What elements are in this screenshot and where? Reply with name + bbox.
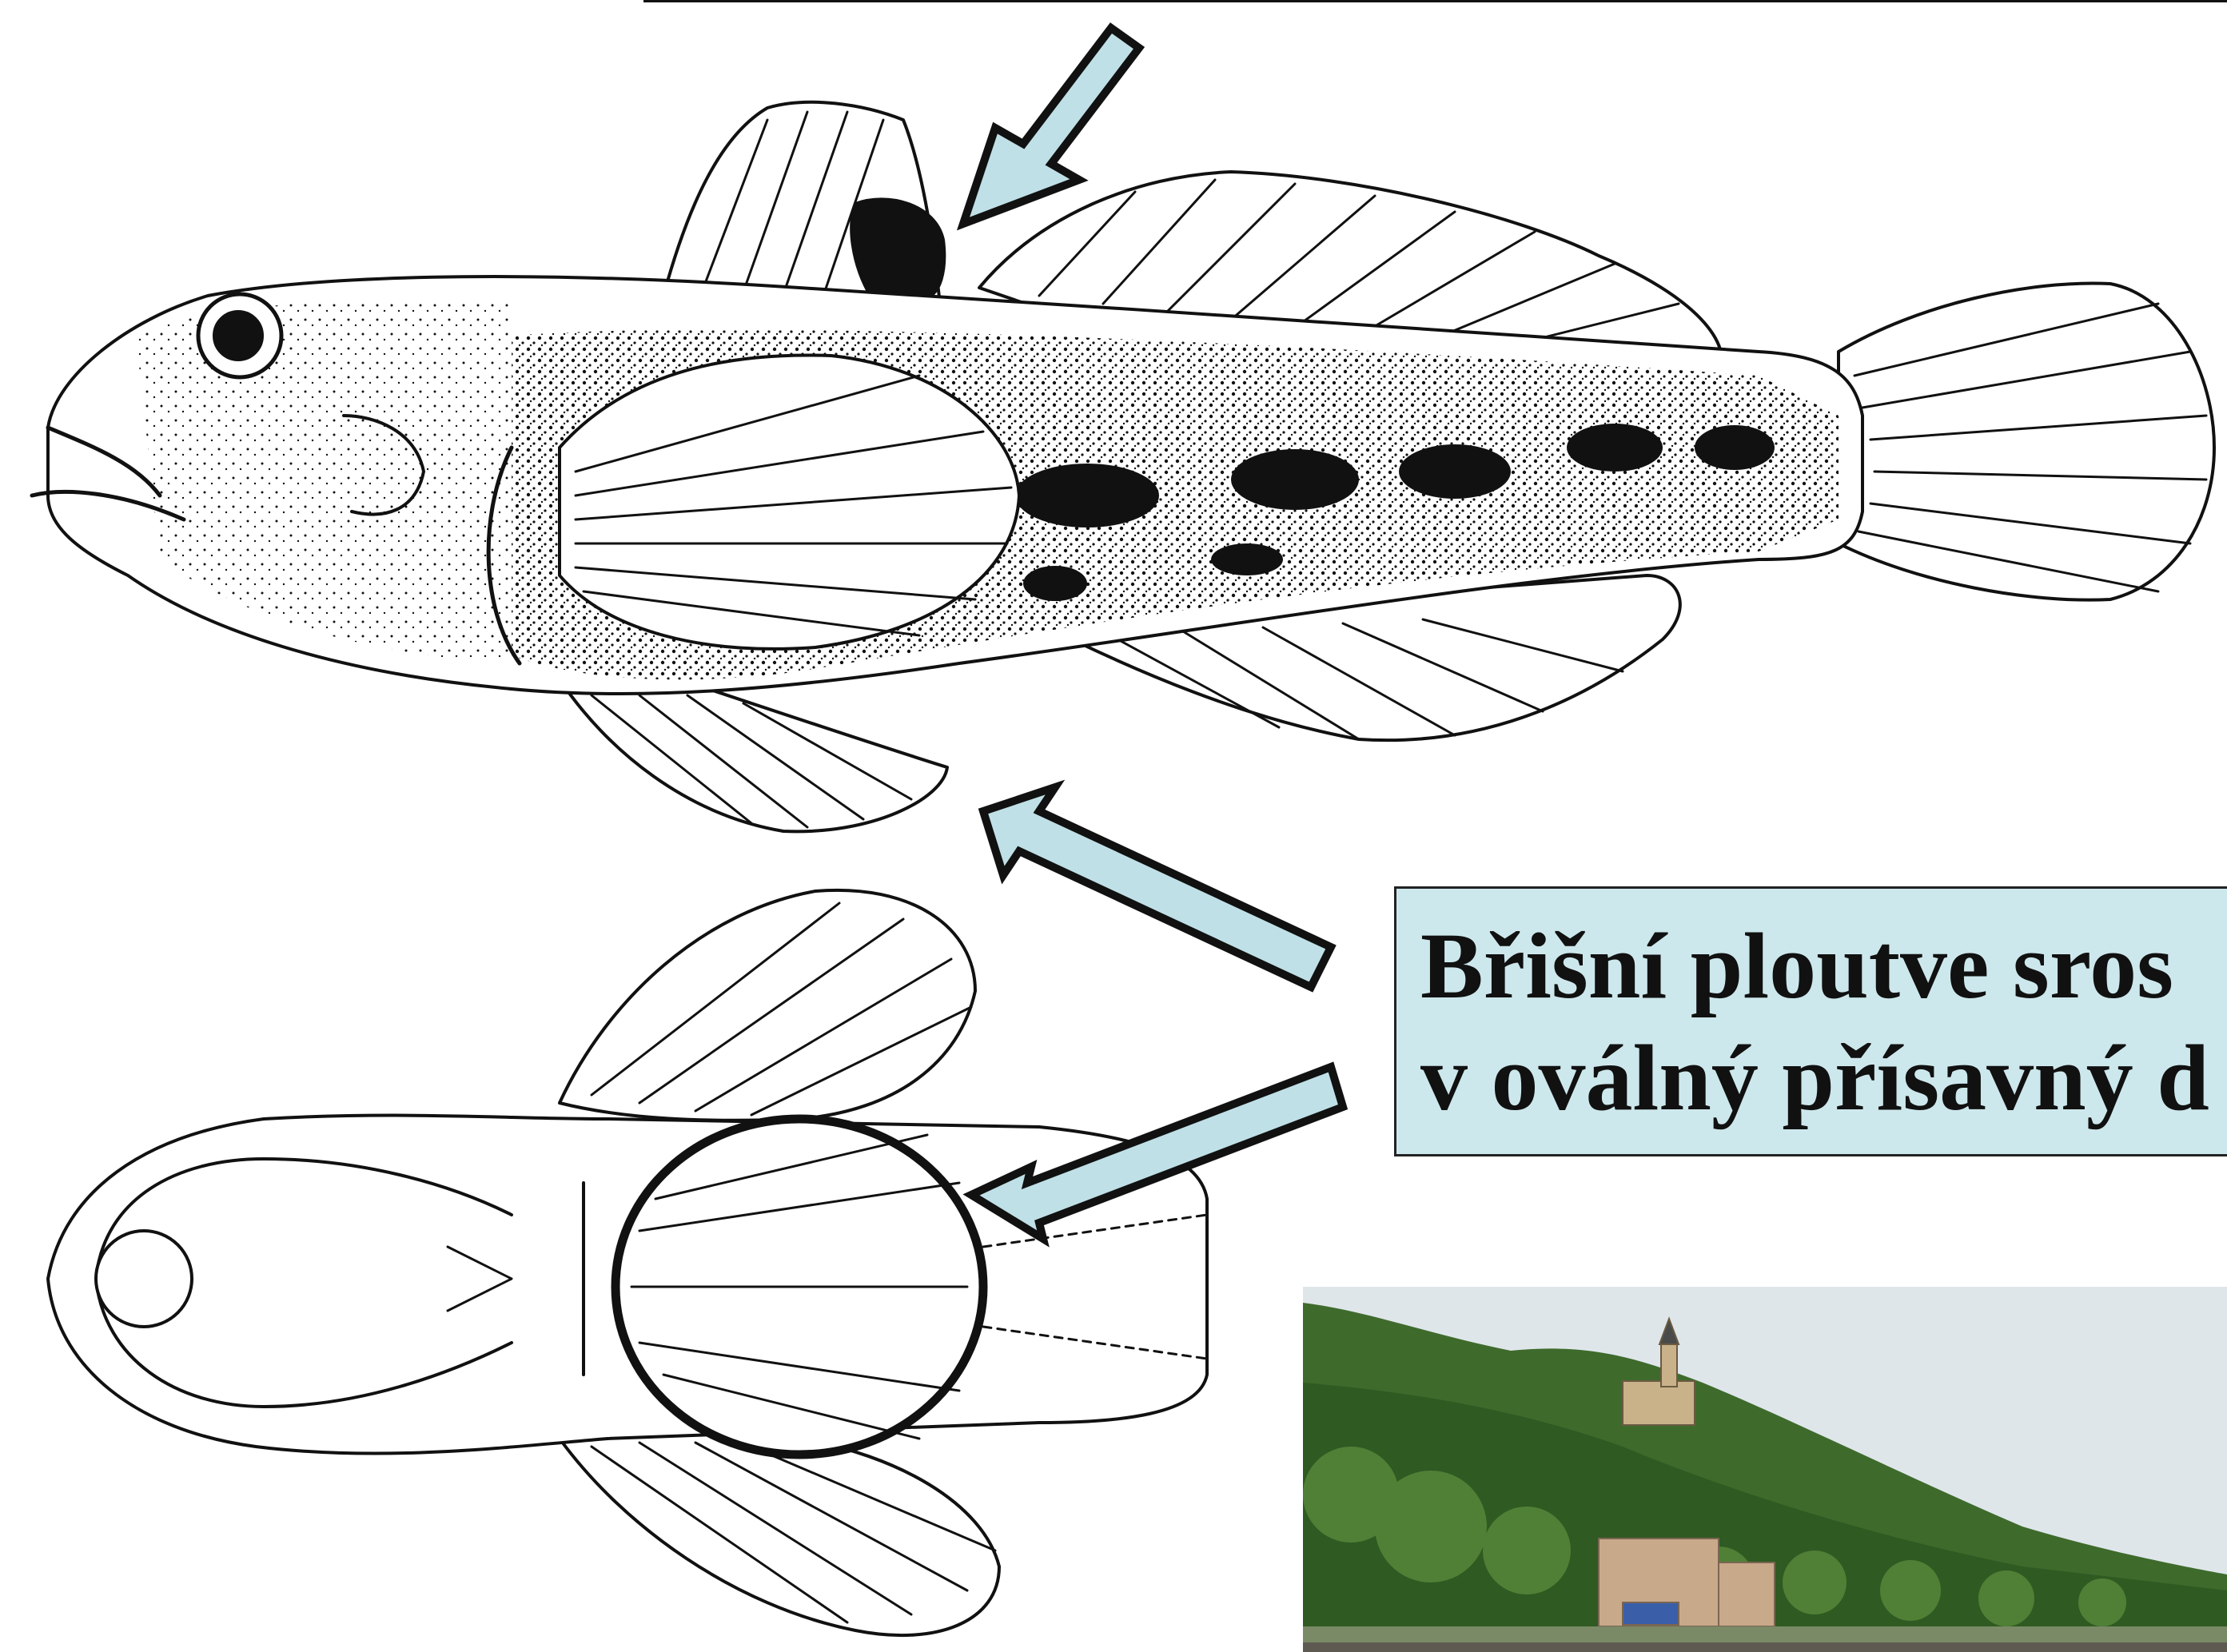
riverbank-photo [1303, 1287, 2227, 1652]
caudal-fin [1839, 283, 2214, 599]
callout-line-1: Břišní ploutve sros [1420, 919, 2173, 1013]
callout-line-2: v oválný přísavný d [1420, 1031, 2209, 1125]
side-view-fish [32, 102, 2214, 832]
pectoral-fin-upper [560, 890, 975, 1121]
pelvic-fin-side [560, 679, 947, 831]
arrow-pelvic-side-icon [983, 787, 1331, 987]
pectoral-fin-lower [560, 1433, 999, 1636]
dorsal-fin-spot [851, 199, 944, 297]
ventral-view-fish [48, 890, 1207, 1635]
callout-box: Břišní ploutve sros v oválný přísavný d [1394, 886, 2227, 1156]
